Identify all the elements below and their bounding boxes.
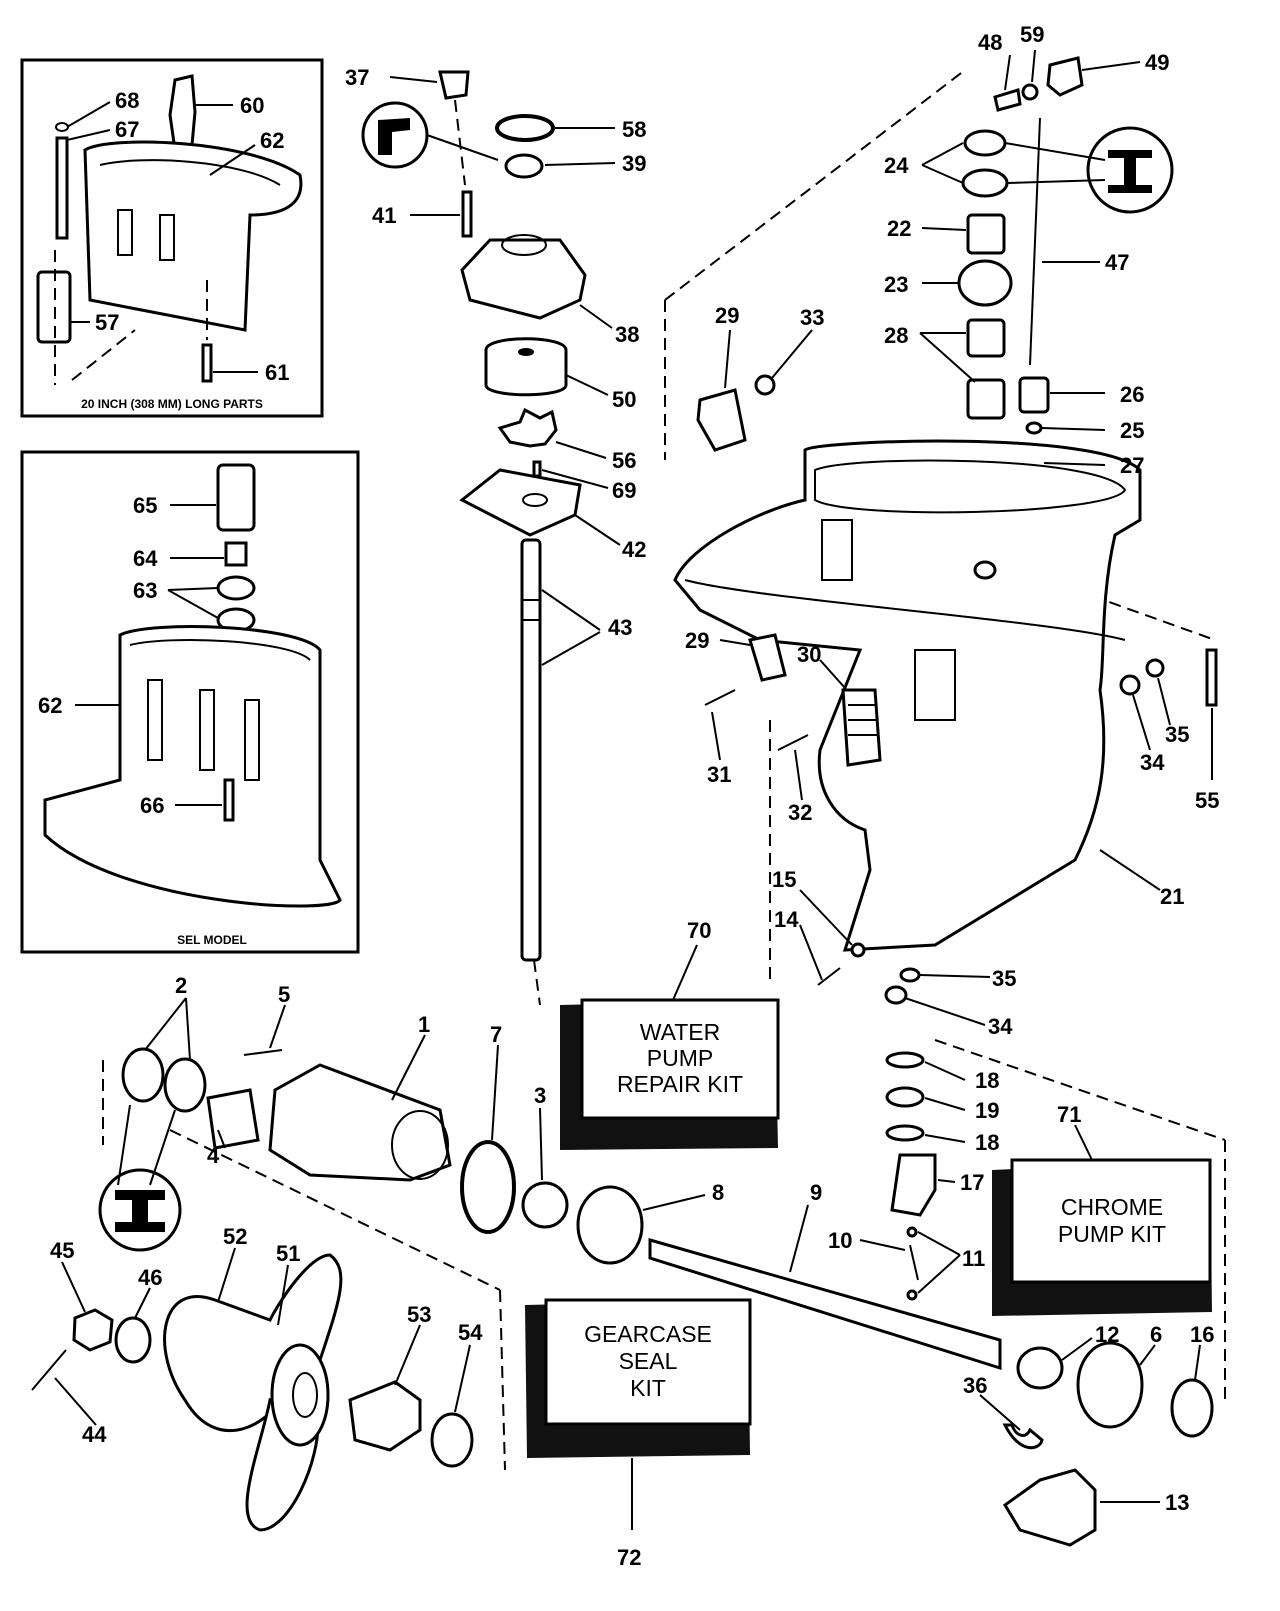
label-52: 52 — [223, 1224, 247, 1249]
kit-chrome-pump: 71 CHROME PUMP KIT — [992, 1102, 1212, 1316]
label-49: 49 — [1145, 50, 1169, 75]
kit-72-line1: GEARCASE — [584, 1321, 712, 1347]
label-10: 10 — [828, 1228, 852, 1253]
label-34-lower: 34 — [988, 1014, 1013, 1039]
label-35-right: 35 — [1165, 722, 1189, 747]
inset-sel-model: 65 64 63 62 66 SEL MODEL — [20, 450, 360, 954]
label-57: 57 — [95, 310, 119, 335]
label-63: 63 — [133, 578, 157, 603]
label-8: 8 — [712, 1180, 724, 1205]
label-46: 46 — [138, 1265, 162, 1290]
label-7: 7 — [490, 1022, 502, 1047]
label-26: 26 — [1120, 382, 1144, 407]
label-22: 22 — [887, 216, 911, 241]
label-39: 39 — [622, 151, 646, 176]
kit-70-line1: WATER — [640, 1019, 721, 1045]
label-67: 67 — [115, 117, 139, 142]
label-60: 60 — [240, 93, 264, 118]
inset-sel-caption: SEL MODEL — [177, 933, 247, 947]
kit-72-number: 72 — [617, 1545, 641, 1570]
label-15: 15 — [772, 867, 796, 892]
label-23: 23 — [884, 272, 908, 297]
label-37: 37 — [345, 65, 369, 90]
kit-gearcase-seal: 72 GEARCASE SEAL KIT — [525, 1298, 752, 1570]
label-25: 25 — [1120, 418, 1144, 443]
label-18-bottom: 18 — [975, 1130, 999, 1155]
kit-70-line3: REPAIR KIT — [617, 1071, 743, 1097]
label-13: 13 — [1165, 1490, 1189, 1515]
label-36: 36 — [963, 1373, 987, 1398]
label-9: 9 — [810, 1180, 822, 1205]
kit-71-number: 71 — [1057, 1102, 1081, 1127]
label-19: 19 — [975, 1098, 999, 1123]
kit-71-line2: PUMP KIT — [1058, 1221, 1166, 1247]
label-32: 32 — [788, 800, 812, 825]
label-6: 6 — [1150, 1322, 1162, 1347]
label-44: 44 — [82, 1422, 107, 1447]
label-62b: 62 — [38, 693, 62, 718]
label-38: 38 — [615, 322, 639, 347]
label-43: 43 — [608, 615, 632, 640]
kit-70-number: 70 — [687, 918, 711, 943]
label-14: 14 — [774, 907, 799, 932]
label-29-upper: 29 — [715, 303, 739, 328]
inset-long-parts: 68 67 60 62 57 61 20 INCH (308 MM) LONG … — [20, 58, 324, 418]
label-3: 3 — [534, 1083, 546, 1108]
label-65: 65 — [133, 493, 157, 518]
label-62: 62 — [260, 128, 284, 153]
label-48: 48 — [978, 30, 1002, 55]
label-66: 66 — [140, 793, 164, 818]
inset-long-caption: 20 INCH (308 MM) LONG PARTS — [81, 397, 263, 411]
label-64: 64 — [133, 546, 158, 571]
gearcase-assembly: 48 59 49 24 22 23 28 47 26 25 27 29 33 2… — [664, 22, 1219, 1039]
label-1: 1 — [418, 1012, 430, 1037]
label-33: 33 — [800, 305, 824, 330]
kit-72-line3: KIT — [630, 1375, 666, 1401]
kit-72-line2: SEAL — [619, 1348, 678, 1374]
label-27: 27 — [1120, 453, 1144, 478]
label-58: 58 — [622, 117, 646, 142]
label-31: 31 — [707, 762, 731, 787]
kit-71-line1: CHROME — [1061, 1194, 1163, 1220]
label-56: 56 — [612, 448, 636, 473]
label-50: 50 — [612, 387, 636, 412]
kit-water-pump: 70 WATER PUMP REPAIR KIT — [560, 918, 780, 1150]
label-34-right: 34 — [1140, 750, 1165, 775]
lower-unit-assembly: 2 5 1 7 3 4 8 9 10 11 18 19 18 17 12 6 1… — [31, 973, 1226, 1547]
label-61: 61 — [265, 360, 289, 385]
label-11: 11 — [962, 1246, 985, 1271]
label-55: 55 — [1195, 788, 1219, 813]
label-47: 47 — [1105, 250, 1129, 275]
label-45: 45 — [50, 1238, 74, 1263]
label-16: 16 — [1190, 1322, 1214, 1347]
label-59: 59 — [1020, 22, 1044, 47]
label-29-lower: 29 — [685, 628, 709, 653]
label-69: 69 — [612, 478, 636, 503]
kit-70-line2: PUMP — [647, 1045, 713, 1071]
label-21: 21 — [1160, 884, 1184, 909]
label-28: 28 — [884, 323, 908, 348]
label-5: 5 — [278, 982, 290, 1007]
label-53: 53 — [407, 1302, 431, 1327]
label-18-top: 18 — [975, 1068, 999, 1093]
label-42: 42 — [622, 537, 646, 562]
label-54: 54 — [458, 1320, 483, 1345]
label-41: 41 — [372, 203, 396, 228]
label-17: 17 — [960, 1170, 984, 1195]
label-2: 2 — [175, 973, 187, 998]
label-51: 51 — [276, 1241, 300, 1266]
label-4: 4 — [207, 1143, 220, 1168]
label-35-lower: 35 — [992, 966, 1016, 991]
label-30: 30 — [797, 642, 821, 667]
label-12: 12 — [1095, 1322, 1119, 1347]
water-pump-assembly: 37 58 39 41 38 50 56 69 42 43 — [345, 65, 646, 1006]
label-68: 68 — [115, 88, 139, 113]
label-24: 24 — [884, 153, 909, 178]
